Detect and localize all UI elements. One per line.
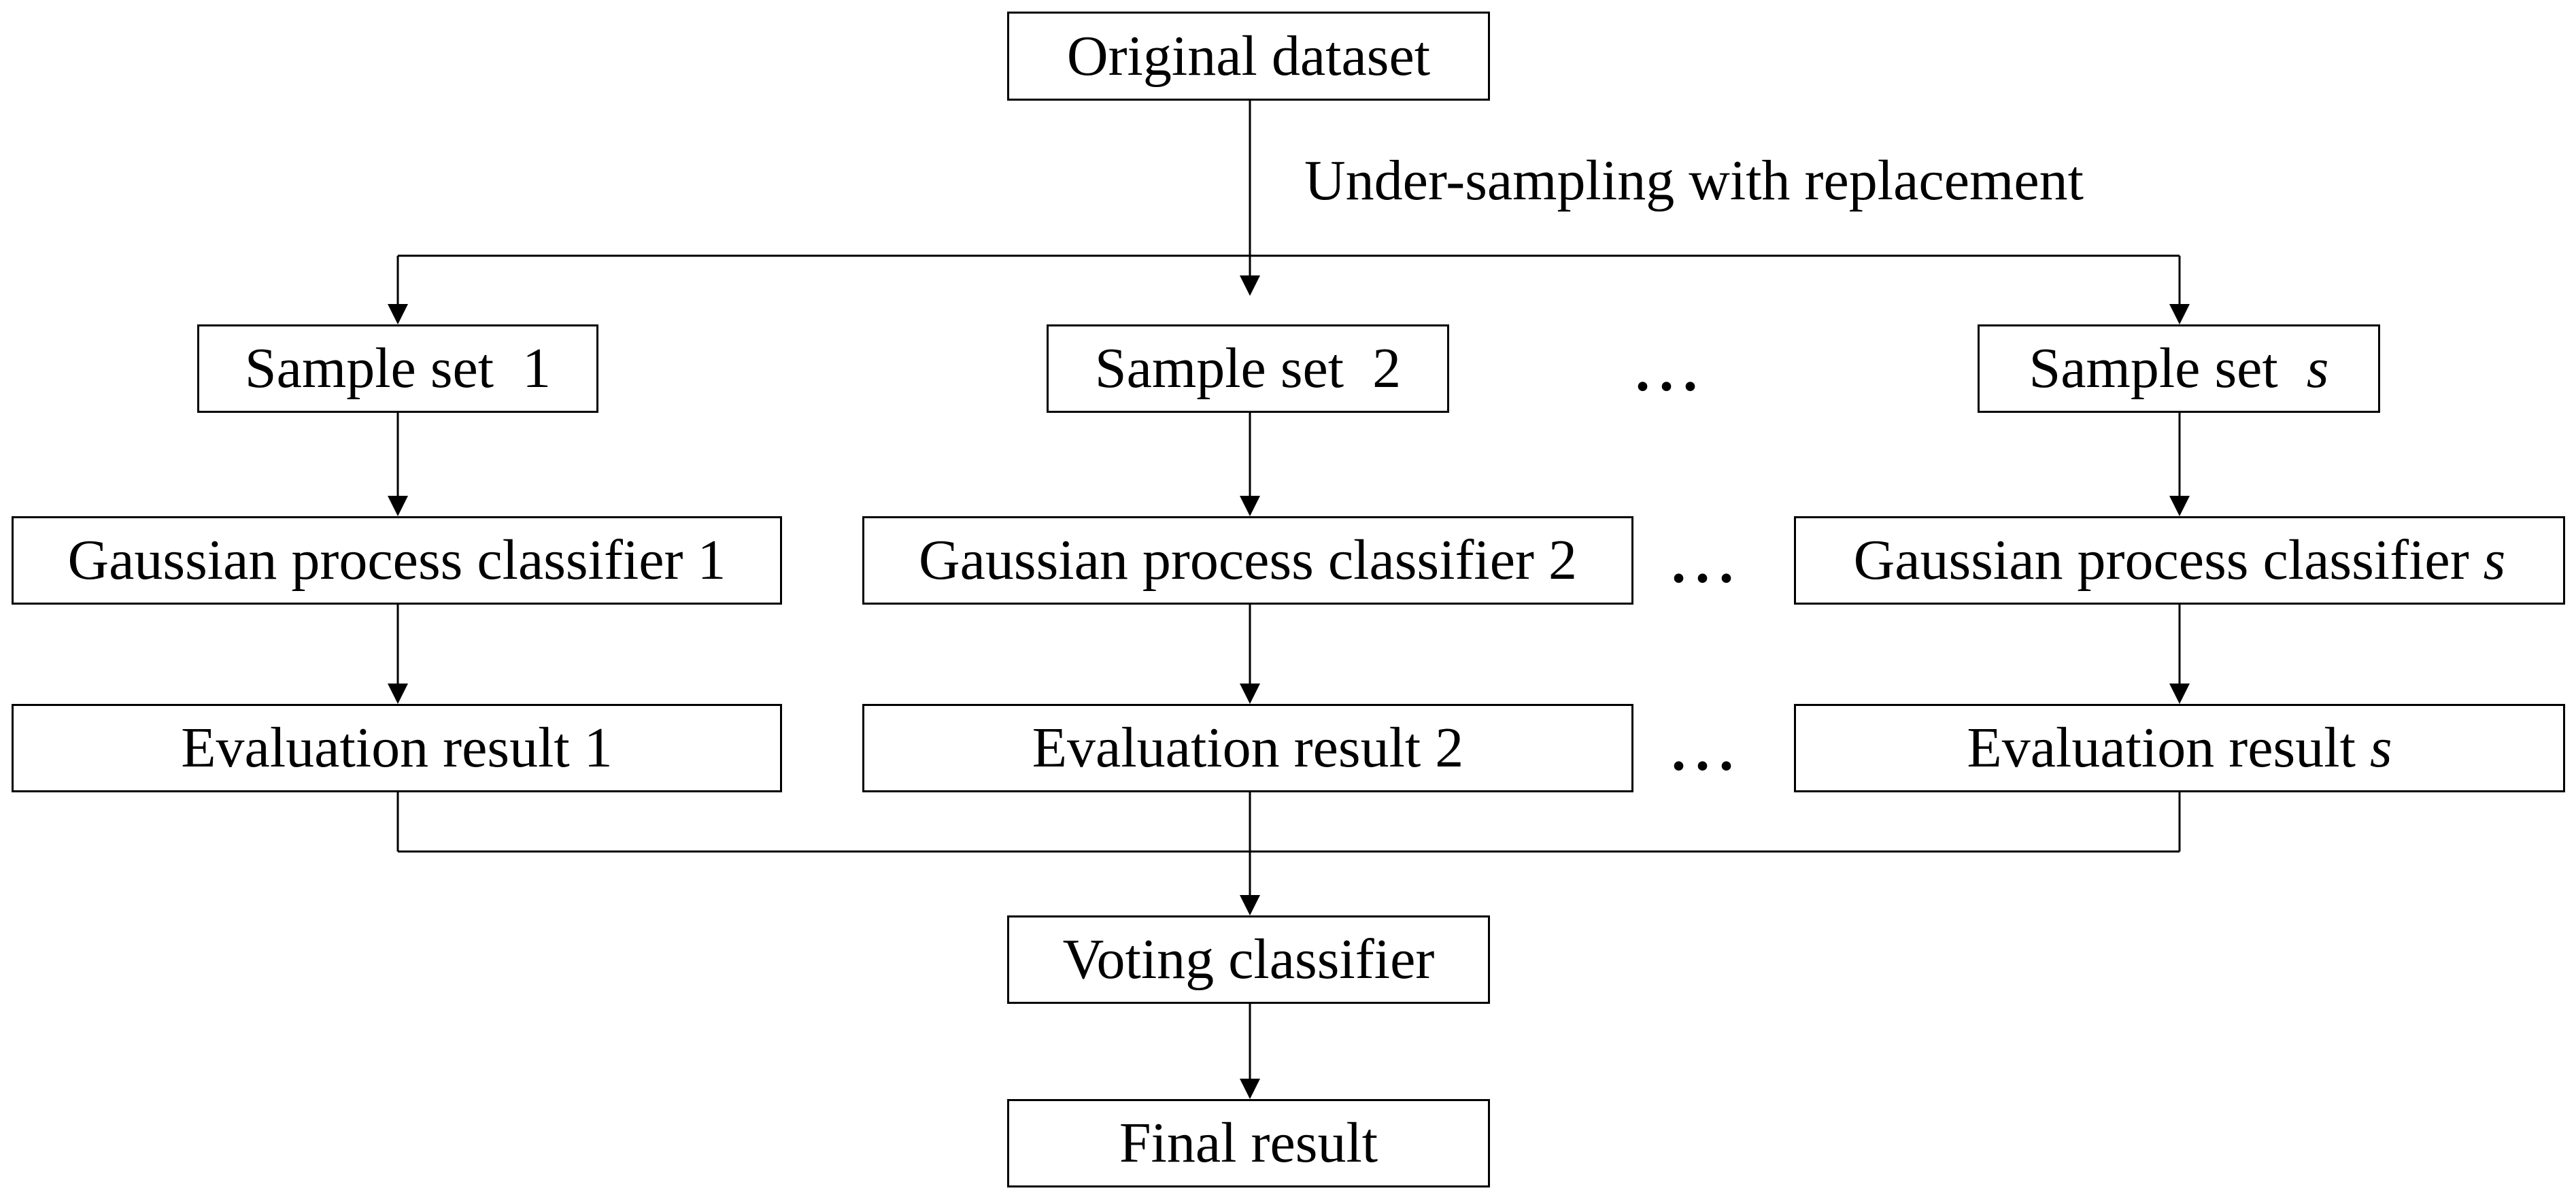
gpc-2-label: Gaussian process classifier 2 bbox=[918, 528, 1578, 592]
sample-set-s-variable: s bbox=[2306, 337, 2329, 400]
final-result-label: Final result bbox=[1119, 1111, 1378, 1175]
eval-2-label: Evaluation result 2 bbox=[1032, 716, 1464, 779]
voting-classifier-box: Voting classifier bbox=[1007, 915, 1490, 1004]
original-dataset-label: Original dataset bbox=[1066, 24, 1431, 88]
gpc-1-box: Gaussian process classifier 1 bbox=[12, 516, 782, 605]
ellipsis-row-2: ... bbox=[1672, 532, 1743, 595]
eval-1-box: Evaluation result 1 bbox=[12, 704, 782, 792]
eval-1-label: Evaluation result 1 bbox=[181, 716, 613, 779]
sample-set-2-label: Sample set 2 bbox=[1094, 337, 1402, 400]
eval-2-box: Evaluation result 2 bbox=[862, 704, 1633, 792]
ellipsis-row-3: ... bbox=[1672, 720, 1743, 783]
sample-set-1-label: Sample set 1 bbox=[244, 337, 552, 400]
sample-set-1-box: Sample set 1 bbox=[197, 324, 598, 413]
gpc-s-box: Gaussian process classifier s bbox=[1794, 516, 2565, 605]
sampling-method-label: Under-sampling with replacement bbox=[1304, 149, 2084, 212]
gpc-1-label: Gaussian process classifier 1 bbox=[67, 528, 726, 592]
eval-s-label: Evaluation result bbox=[1967, 716, 2370, 779]
gpc-2-box: Gaussian process classifier 2 bbox=[862, 516, 1633, 605]
original-dataset-box: Original dataset bbox=[1007, 12, 1490, 101]
gpc-s-label: Gaussian process classifier bbox=[1853, 528, 2484, 592]
final-result-box: Final result bbox=[1007, 1099, 1490, 1187]
voting-classifier-label: Voting classifier bbox=[1062, 928, 1435, 991]
sample-set-2-box: Sample set 2 bbox=[1047, 324, 1449, 413]
ellipsis-row-1: ... bbox=[1636, 340, 1707, 403]
sample-set-s-box: Sample set s bbox=[1978, 324, 2380, 413]
sample-set-s-label: Sample set bbox=[2029, 337, 2307, 400]
eval-s-variable: s bbox=[2369, 716, 2392, 779]
eval-s-box: Evaluation result s bbox=[1794, 704, 2565, 792]
gpc-s-variable: s bbox=[2483, 528, 2506, 592]
